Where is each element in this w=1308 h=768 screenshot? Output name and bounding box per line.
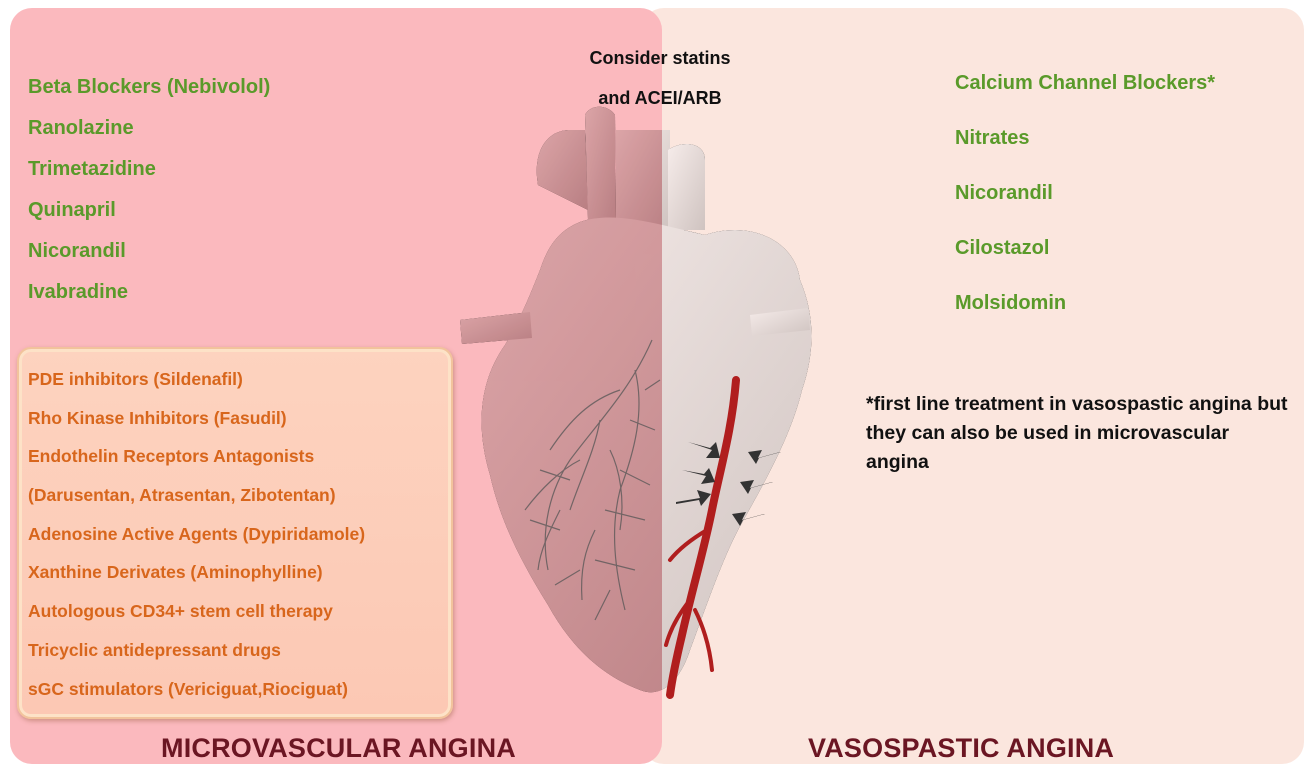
emerging-item: Tricyclic antidepressant drugs <box>28 640 365 679</box>
drug-item: Cilostazol <box>955 237 1215 292</box>
drug-item: Nicorandil <box>955 182 1215 237</box>
drug-item: Quinapril <box>28 199 270 240</box>
common-therapy-note: Consider statins and ACEI/ARB <box>560 44 760 124</box>
vasospastic-drug-list: Calcium Channel Blockers* Nitrates Nicor… <box>955 72 1215 347</box>
drug-item: Molsidomin <box>955 292 1215 347</box>
drug-item: Trimetazidine <box>28 158 270 199</box>
emerging-item: (Darusentan, Atrasentan, Zibotentan) <box>28 485 365 524</box>
emerging-item: Autologous CD34+ stem cell therapy <box>28 601 365 640</box>
vasospastic-title: VASOSPASTIC ANGINA <box>808 733 1114 764</box>
emerging-item: Adenosine Active Agents (Dypiridamole) <box>28 524 365 563</box>
drug-item: Ivabradine <box>28 281 270 322</box>
drug-item: Calcium Channel Blockers* <box>955 72 1215 127</box>
emerging-item: Rho Kinase Inhibitors (Fasudil) <box>28 408 365 447</box>
heart-illustration <box>420 90 860 710</box>
common-note-line-1: Consider statins <box>560 44 760 84</box>
emerging-therapies-list: PDE inhibitors (Sildenafil) Rho Kinase I… <box>28 369 365 717</box>
emerging-item: PDE inhibitors (Sildenafil) <box>28 369 365 408</box>
microvascular-drug-list: Beta Blockers (Nebivolol) Ranolazine Tri… <box>28 76 270 322</box>
emerging-item: Endothelin Receptors Antagonists <box>28 446 365 485</box>
drug-item: Nicorandil <box>28 240 270 281</box>
common-note-line-2: and ACEI/ARB <box>560 84 760 124</box>
microvascular-title: MICROVASCULAR ANGINA <box>161 733 516 764</box>
drug-item: Beta Blockers (Nebivolol) <box>28 76 270 117</box>
drug-item: Nitrates <box>955 127 1215 182</box>
emerging-item: sGC stimulators (Vericiguat,Riociguat) <box>28 679 365 718</box>
emerging-item: Xanthine Derivates (Aminophylline) <box>28 562 365 601</box>
ccb-footnote: *first line treatment in vasospastic ang… <box>866 390 1296 477</box>
drug-item: Ranolazine <box>28 117 270 158</box>
